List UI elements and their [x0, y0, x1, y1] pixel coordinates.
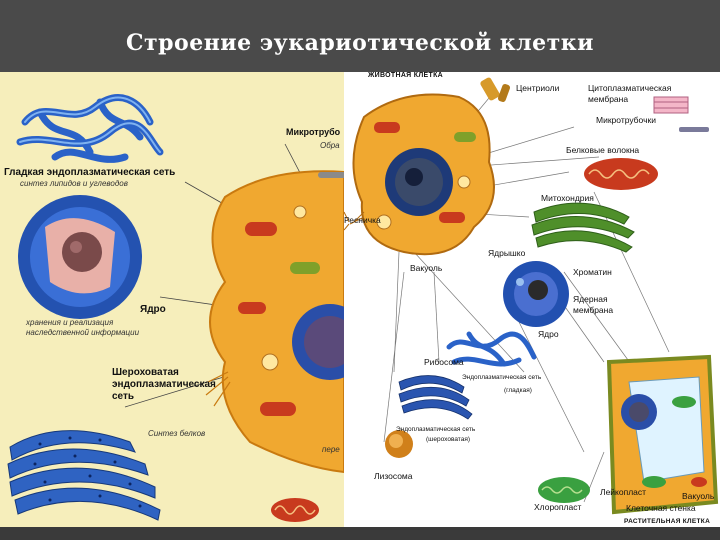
label-chloroplast: Хлоропласт [534, 503, 581, 512]
left-illustration [0, 72, 344, 527]
animal-cell-illustration [350, 95, 494, 255]
label-leucoplast: Лейкопласт [600, 488, 646, 497]
nucleus-illustration [18, 195, 142, 319]
smooth-er-label: Гладкая эндоплазматическая сеть [4, 167, 175, 178]
label-membrane-line2: мембрана [588, 95, 628, 104]
nucleus-function-line2: наследственной информации [26, 329, 139, 338]
label-microtubules: Микротрубочки [596, 116, 656, 125]
label-nucleus: Ядро [538, 330, 559, 339]
membrane-illustration [654, 97, 688, 113]
rough-er-label-line2: эндоплазматическая [112, 379, 216, 390]
centrioles-illustration [479, 76, 511, 102]
plant-cell-caption: РАСТИТЕЛЬНАЯ КЛЕТКА [624, 518, 710, 525]
chloroplast-illustration [538, 477, 590, 503]
nucleus-label: Ядро [140, 304, 166, 315]
rough-er-label-line3: сеть [112, 391, 134, 402]
central-cell-illustration [206, 171, 344, 472]
label-lysosome: Лизосома [374, 472, 413, 481]
bottom-partial-label: пере [322, 446, 340, 455]
animal-cell-caption: ЖИВОТНАЯ КЛЕТКА [368, 72, 443, 80]
microtubules-partial-label: Микротрубо [286, 128, 340, 138]
nucleus-right-illustration [503, 261, 569, 327]
label-cell-wall: Клеточная стенка [626, 504, 696, 513]
bottom-bar [0, 527, 720, 540]
slide-title: Строение эукариотической клетки [0, 30, 720, 56]
label-vacuole-plant: Вакуоль [682, 492, 714, 501]
label-centrioles: Центриоли [516, 84, 559, 93]
label-ribosome: Рибосома [424, 358, 464, 367]
label-nuclear-membrane-line1: Ядерная [573, 295, 608, 304]
label-membrane-line1: Цитоплазматическая [588, 84, 671, 93]
microtubules-illustration [679, 127, 709, 132]
label-nuclear-membrane-line2: мембрана [573, 306, 613, 315]
rough-er-function: Синтез белков [148, 430, 205, 439]
label-protein-fibers: Белковые волокна [566, 146, 639, 155]
protein-fibers-illustration [584, 158, 658, 190]
mitochondria-illustration [532, 203, 634, 252]
left-diagram-panel: Гладкая эндоплазматическая сеть синтез л… [0, 72, 344, 527]
smooth-er-function: синтез липидов и углеводов [20, 180, 128, 189]
label-vacuole: Вакуоль [410, 264, 442, 273]
rough-er-illustration [8, 431, 160, 520]
label-cilium: Ресничка [344, 216, 381, 225]
label-rough-er-line2: (шероховатая) [426, 436, 470, 443]
right-diagram-panel: ЖИВОТНАЯ КЛЕТКА РАСТИТЕЛЬНАЯ КЛЕТКА Цент… [344, 72, 720, 527]
label-mitochondria: Митохондрия [541, 194, 594, 203]
label-nucleolus: Ядрышко [488, 249, 525, 258]
rough-er-right-illustration [399, 376, 472, 419]
label-chromatin: Хроматин [573, 268, 612, 277]
microtubules-function-partial: Обра [320, 142, 340, 151]
right-illustration [344, 72, 720, 527]
label-smooth-er-line2: (гладкая) [504, 387, 532, 394]
rough-er-label-line1: Шероховатая [112, 367, 179, 378]
label-smooth-er-line1: Эндоплазматическая сеть [462, 374, 541, 381]
nucleus-function-line1: хранения и реализация [26, 319, 113, 328]
label-rough-er-line1: Эндоплазматическая сеть [396, 426, 475, 433]
